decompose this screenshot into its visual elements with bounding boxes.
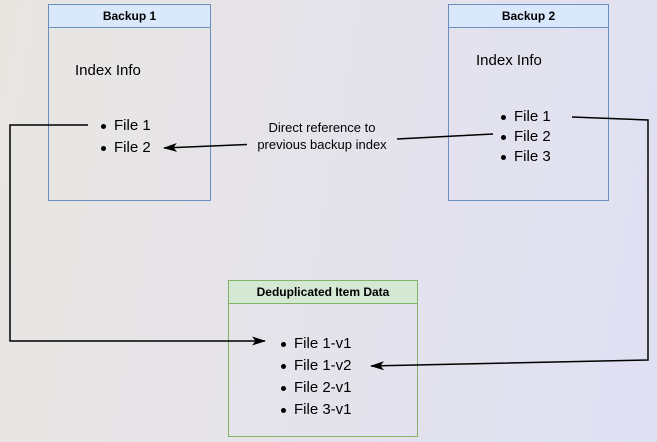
list-item: File 2-v1 (279, 377, 352, 399)
list-item: File 1-v2 (279, 355, 352, 377)
backup2-box: Backup 2 Index Info File 1 File 2 File 3 (448, 4, 609, 201)
edge-label-line1: Direct reference to (268, 120, 376, 135)
backup1-index-info-label: Index Info (75, 62, 141, 79)
list-item: File 1 (99, 115, 151, 137)
edge-label-line2: previous backup index (257, 137, 387, 152)
backup2-title: Backup 2 (501, 9, 556, 23)
backup1-title: Backup 1 (102, 9, 157, 23)
dedup-header: Deduplicated Item Data (229, 281, 417, 304)
list-item: File 3 (499, 147, 551, 167)
dedup-title: Deduplicated Item Data (256, 285, 390, 299)
list-item: File 2 (99, 137, 151, 159)
backup1-box: Backup 1 Index Info File 1 File 2 (48, 4, 211, 201)
backup2-file-list: File 1 File 2 File 3 (499, 107, 551, 167)
list-item: File 3-v1 (279, 399, 352, 421)
backup2-index-info-label: Index Info (476, 52, 542, 69)
edge-label: Direct reference to previous backup inde… (232, 119, 412, 153)
dedup-file-list: File 1-v1 File 1-v2 File 2-v1 File 3-v1 (279, 333, 352, 421)
backup2-header: Backup 2 (449, 5, 608, 28)
list-item: File 2 (499, 127, 551, 147)
backup1-file-list: File 1 File 2 (99, 115, 151, 159)
list-item: File 1 (499, 107, 551, 127)
list-item: File 1-v1 (279, 333, 352, 355)
dedup-box: Deduplicated Item Data File 1-v1 File 1-… (228, 280, 418, 437)
backup1-header: Backup 1 (49, 5, 210, 28)
